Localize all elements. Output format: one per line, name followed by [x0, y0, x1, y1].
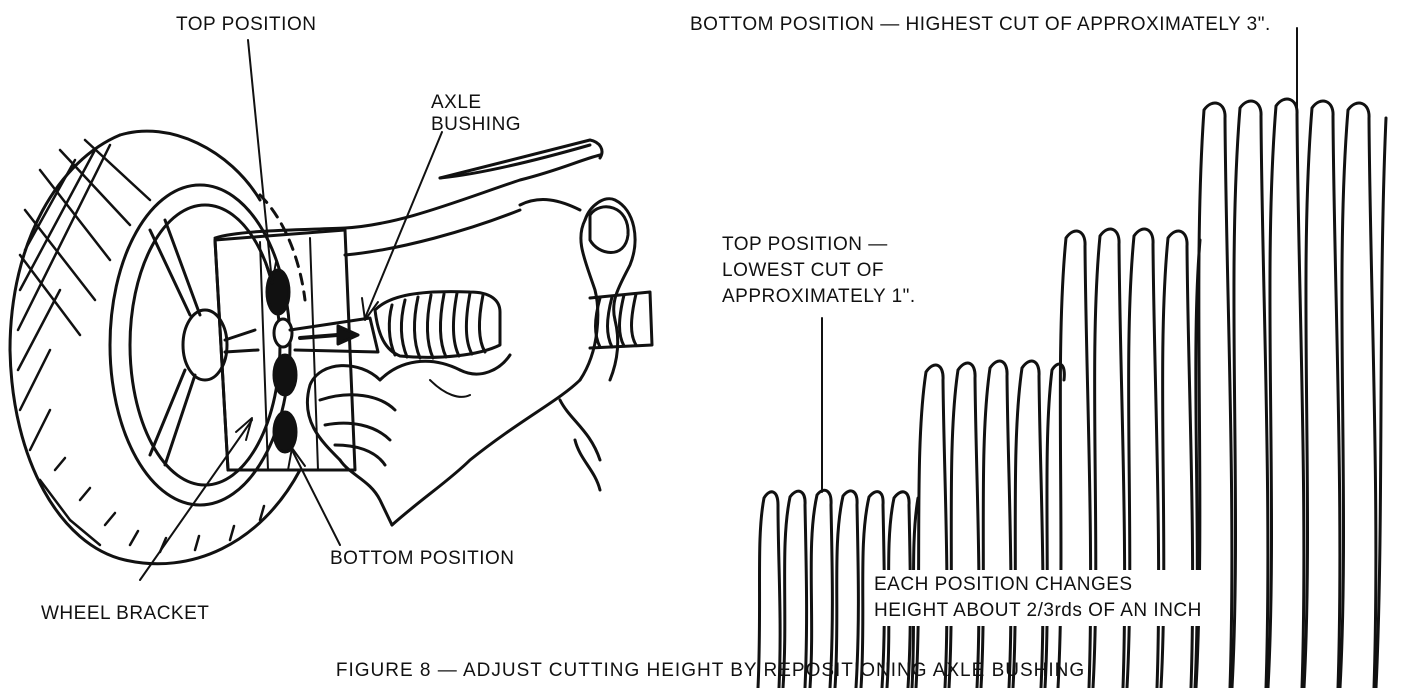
label-each-position: EACH POSITION CHANGES HEIGHT ABOUT 2/3rd… [868, 570, 1208, 626]
label-top-position: TOP POSITION [176, 14, 316, 36]
grass-group-mid [916, 361, 1064, 688]
label-top-position-lowest-line-1: TOP POSITION — [722, 232, 916, 258]
hand [307, 199, 635, 525]
grass-group-highest [1196, 99, 1386, 688]
wheel-bracket-leader [140, 420, 252, 580]
label-axle-bushing-line-1: AXLE [431, 92, 521, 114]
label-bottom-position-left: BOTTOM POSITION [330, 548, 515, 570]
figure-caption: FIGURE 8 — ADJUST CUTTING HEIGHT BY REPO… [0, 660, 1421, 688]
label-bottom-position-highest: BOTTOM POSITION — HIGHEST CUT OF APPROXI… [690, 14, 1271, 36]
label-top-position-lowest-line-2: LOWEST CUT OF [722, 258, 916, 284]
label-top-position-lowest: TOP POSITION — LOWEST CUT OF APPROXIMATE… [722, 232, 916, 310]
wheel-illustration [10, 40, 652, 580]
leader-lines [140, 40, 442, 580]
bottom-position-leader [292, 450, 340, 545]
label-axle-bushing-line-2: BUSHING [431, 114, 521, 136]
label-top-position-lowest-line-3: APPROXIMATELY 1". [722, 284, 916, 310]
adjustment-holes[interactable] [267, 270, 296, 452]
tire [10, 131, 300, 564]
wheel-rim [110, 185, 305, 505]
axle-bushing[interactable] [290, 318, 378, 352]
label-axle-bushing: AXLE BUSHING [431, 92, 521, 136]
label-each-position-line-2: HEIGHT ABOUT 2/3rds OF AN INCH [874, 598, 1202, 624]
label-wheel-bracket: WHEEL BRACKET [41, 603, 209, 625]
label-each-position-line-1: EACH POSITION CHANGES [874, 572, 1202, 598]
threaded-bolt [375, 292, 652, 358]
deck-edge [215, 140, 602, 255]
